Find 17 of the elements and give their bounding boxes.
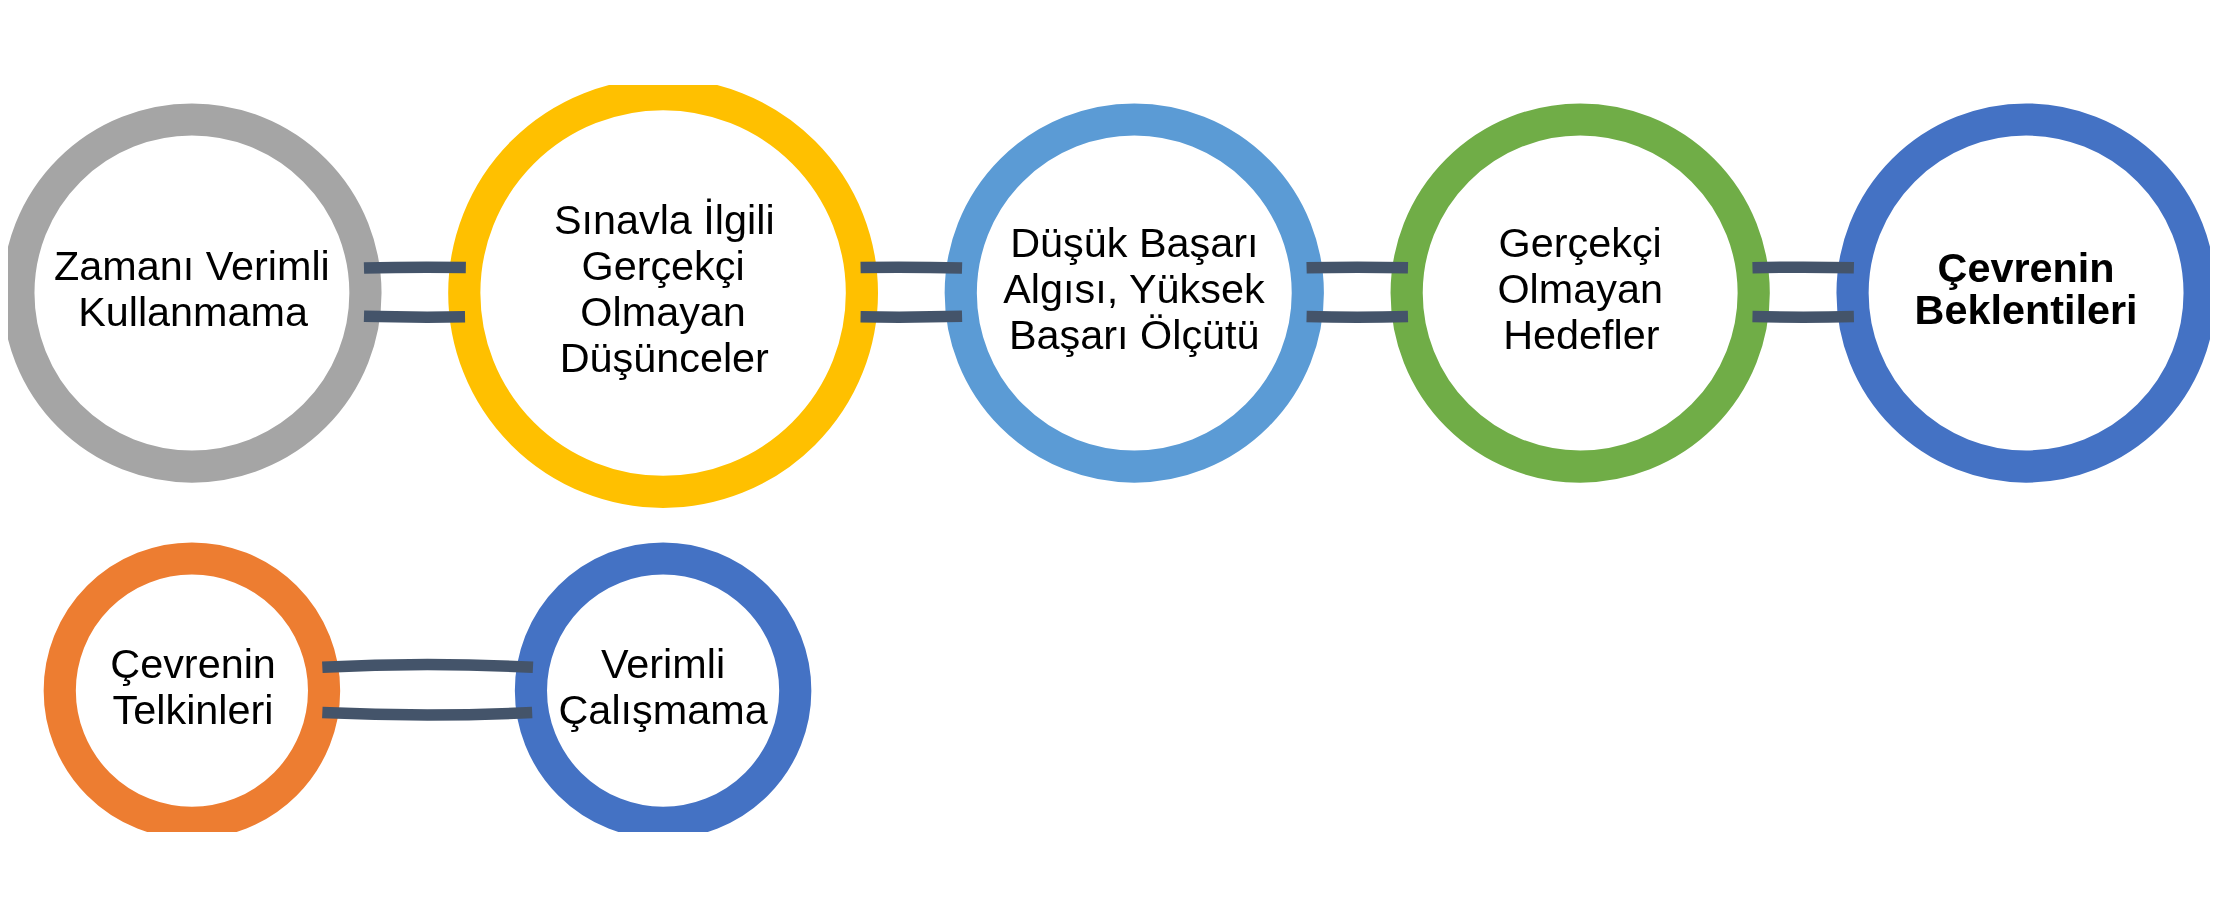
connector: [860, 310, 963, 323]
connector: [1306, 260, 1409, 273]
connector: [363, 310, 466, 323]
connector: [322, 706, 533, 721]
node-circle: Düşük Başarı Algısı, Yüksek Başarı Ölçütü: [944, 102, 1324, 483]
connector: [1752, 310, 1854, 323]
connector: [1752, 260, 1854, 273]
node-circle: Gerçekçi Olmayan Hedefler: [1390, 102, 1770, 483]
node-circle: Zamanı Verimli Kullanmama: [8, 102, 382, 483]
node-circle: Çevrenin Telkinleri: [43, 541, 341, 832]
node-circle: Sınavla İlgili Gerçekçi Olmayan Düşünceler: [448, 84, 878, 508]
connector: [363, 260, 466, 274]
node-circle: Verimli Çalışmama: [514, 541, 812, 832]
connector: [1306, 310, 1409, 323]
node-circle: Çevrenin Beklentileri: [1836, 102, 2210, 483]
connector: [860, 260, 963, 274]
connector: [322, 658, 534, 673]
